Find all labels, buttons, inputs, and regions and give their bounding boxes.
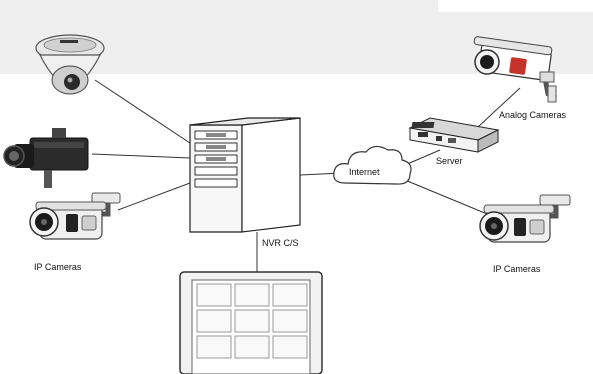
box-camera-icon bbox=[3, 128, 89, 188]
ip-cameras-left-label: IP Cameras bbox=[34, 262, 82, 272]
link-server-analog-camera bbox=[477, 87, 521, 128]
nvr-label: NVR C/S bbox=[262, 238, 299, 248]
ip-cameras-right-label: IP Cameras bbox=[493, 264, 541, 274]
link-dome-camera-nvr bbox=[94, 79, 191, 144]
link-ip-camera-left-nvr bbox=[117, 182, 191, 211]
server-box-icon bbox=[408, 117, 500, 153]
link-box-camera-nvr bbox=[91, 153, 191, 159]
server-label: Server bbox=[436, 156, 463, 166]
internet-cloud-icon bbox=[333, 145, 412, 185]
ip-camera-left-icon bbox=[29, 192, 121, 240]
dome-camera-icon bbox=[35, 34, 105, 95]
background-band-top bbox=[0, 0, 438, 12]
analog-cameras-label: Analog Cameras bbox=[499, 110, 567, 120]
monitor-icon bbox=[179, 271, 323, 374]
link-internet-ip-camera-right bbox=[404, 179, 493, 217]
link-internet-server bbox=[404, 149, 441, 166]
connection-lines bbox=[91, 79, 521, 272]
nvr-server-icon bbox=[189, 117, 301, 233]
ip-camera-right-icon bbox=[479, 194, 571, 243]
analog-camera-icon bbox=[473, 36, 558, 103]
internet-label: Internet bbox=[349, 167, 380, 177]
